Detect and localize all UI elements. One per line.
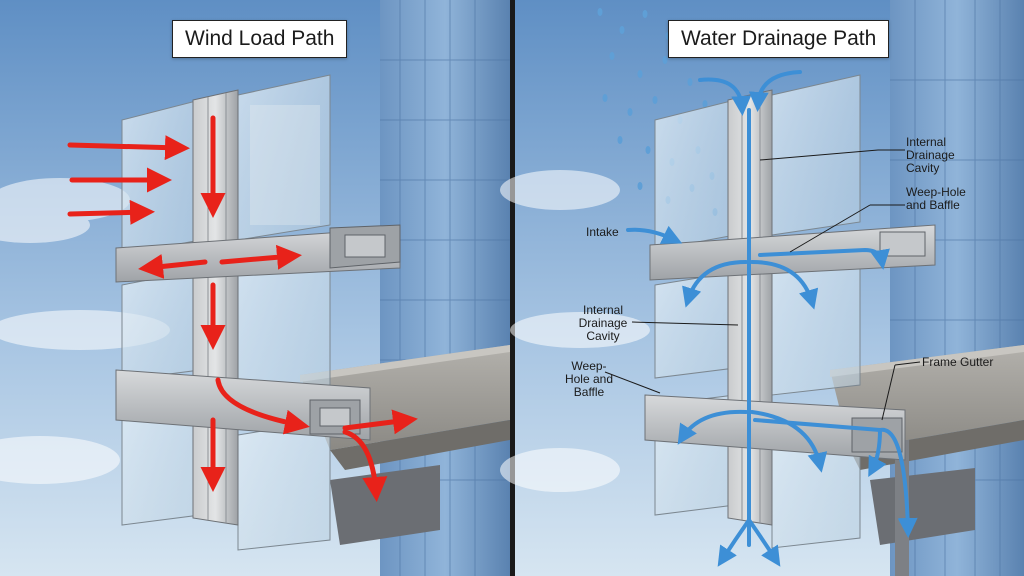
water-arrow-lower-right bbox=[750, 410, 828, 473]
leader-lines bbox=[604, 149, 921, 421]
wind-arrow-anchor-right bbox=[342, 409, 418, 435]
wind-arrow-to-anchor bbox=[215, 377, 310, 435]
label-internal-drainage-cavity-mid: Internal Drainage Cavity bbox=[578, 303, 628, 343]
water-arrow-weephole-top bbox=[758, 247, 890, 270]
panel-divider bbox=[510, 0, 515, 576]
label-intake: Intake bbox=[586, 225, 619, 239]
water-arrows bbox=[626, 70, 918, 567]
water-arrow-top-right bbox=[748, 70, 802, 112]
water-arrow-bottom-right bbox=[747, 518, 781, 567]
wind-arrow-anchor-down bbox=[342, 429, 388, 502]
water-arrow-intake bbox=[626, 225, 683, 244]
label-weep-hole-bottom: Weep-Hole and Baffle bbox=[564, 359, 614, 399]
wind-arrow-left bbox=[138, 253, 208, 279]
water-arrow-split-right bbox=[750, 260, 819, 310]
clouds-right bbox=[500, 170, 650, 492]
wind-load-title: Wind Load Path bbox=[172, 20, 348, 58]
label-frame-gutter: Frame Gutter bbox=[922, 355, 994, 369]
water-arrow-right-drop bbox=[868, 428, 887, 478]
label-weep-hole-top: Weep-Hole and Baffle bbox=[906, 185, 966, 212]
label-internal-drainage-cavity-top: Internal Drainage Cavity bbox=[906, 135, 955, 175]
water-arrow-split-left bbox=[682, 260, 748, 308]
water-drainage-title: Water Drainage Path bbox=[668, 20, 890, 58]
water-arrow-top-left bbox=[698, 77, 752, 116]
water-panel bbox=[500, 0, 1024, 576]
water-arrow-gutter bbox=[753, 418, 918, 538]
wind-arrow-incoming-3 bbox=[67, 199, 155, 225]
water-arrow-bottom-left bbox=[717, 518, 751, 567]
water-arrow-lower-left bbox=[677, 409, 748, 445]
wind-arrows bbox=[67, 115, 418, 502]
wind-arrow-right bbox=[219, 244, 302, 270]
wind-arrow-incoming-1 bbox=[67, 135, 190, 161]
wind-panel bbox=[0, 0, 530, 576]
